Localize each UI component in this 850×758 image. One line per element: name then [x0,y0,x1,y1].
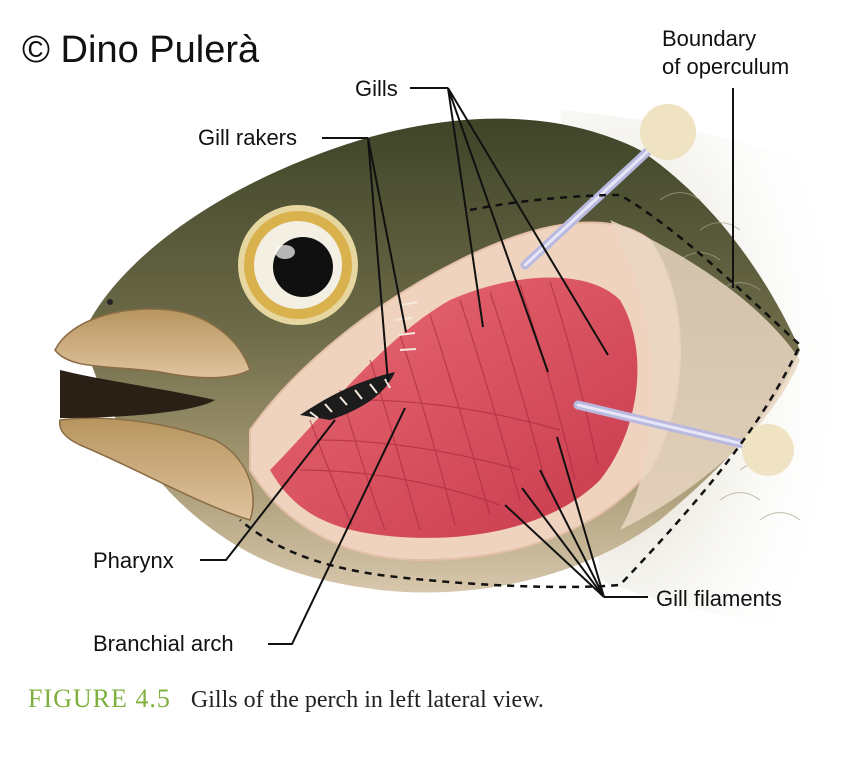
gill-illustration: © Dino Pulerà Gills Gill rakers Boundary… [22,26,850,656]
lower-probe [573,400,794,476]
mouth-gap [60,370,215,418]
label-boundary-line1: Boundary [662,26,756,51]
leader-lines [200,87,734,645]
label-gill-filaments: Gill filaments [656,586,782,611]
gill-rakers [309,301,419,419]
label-gills: Gills [355,76,398,101]
label-branchial-arch: Branchial arch [93,631,234,656]
lower-jaw [58,417,254,521]
nostril [107,299,113,305]
label-boundary-line2: of operculum [662,54,789,79]
operculum-flap [610,220,800,530]
figure-number: FIGURE 4.5 [28,684,171,713]
operculum-boundary [239,193,802,589]
figure-caption: FIGURE 4.5 Gills of the perch in left lat… [28,684,828,720]
eye [238,205,358,325]
upper-probe [520,104,696,270]
upper-jaw [54,308,251,379]
label-pharynx: Pharynx [93,548,174,573]
figure-caption-text: Gills of the perch in left lateral view. [190,687,544,713]
copyright-text: © Dino Pulerà [22,29,260,71]
gill-filament-lines [299,281,599,531]
label-gill-rakers: Gill rakers [198,125,297,150]
